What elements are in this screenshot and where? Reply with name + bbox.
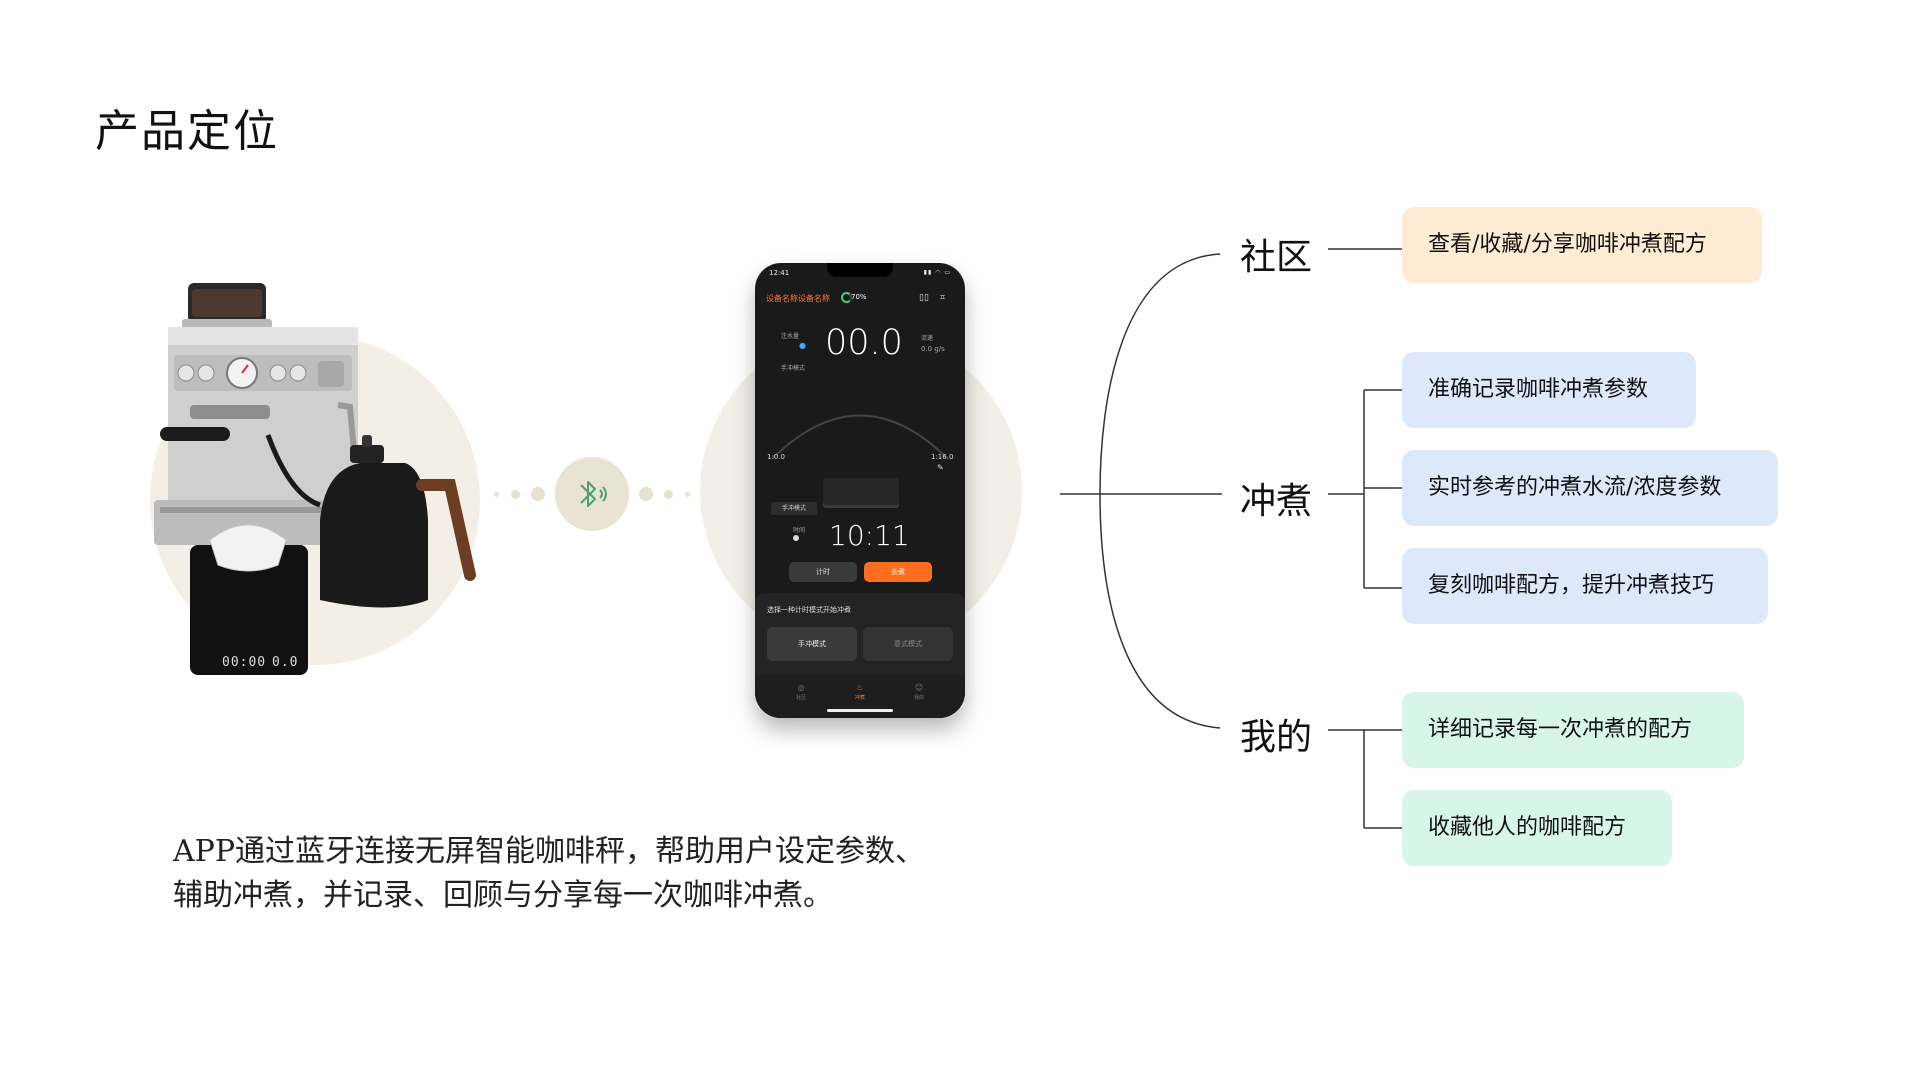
flow-value: 0.0 g/s — [921, 345, 945, 353]
tab-label: 我的 — [913, 695, 924, 701]
tab-community[interactable]: ◎ 社区 — [781, 683, 821, 701]
node-community: 社区 — [1240, 237, 1313, 278]
water-drop-icon: ● — [799, 341, 806, 350]
mine-feature-chip: 收藏他人的咖啡配方 — [1402, 790, 1672, 866]
link-dot — [494, 492, 499, 497]
link-dot — [664, 490, 673, 499]
product-description: APP通过蓝牙连接无屏智能咖啡秤，帮助用户设定参数、 辅助冲煮，并记录、回顾与分… — [173, 830, 1073, 918]
time-label: 时间 — [793, 527, 806, 534]
description-line: APP通过蓝牙连接无屏智能咖啡秤，帮助用户设定参数、 — [173, 834, 926, 869]
bluetooth-icon — [580, 481, 607, 507]
timer-button[interactable]: 计时 — [789, 562, 857, 582]
espresso-mode-option[interactable]: 意式模式 — [863, 627, 953, 661]
timer-readout: 10:11 — [829, 519, 910, 552]
mode-sheet-title: 选择一种计时模式开始冲煮 — [767, 606, 851, 614]
brew-go-button[interactable]: 去煮 — [864, 562, 932, 582]
scale-thumbnail — [823, 478, 899, 508]
community-feature-chip: 查看/收藏/分享咖啡冲煮配方 — [1402, 207, 1762, 283]
scale-readout-grams: 0.0 — [272, 655, 299, 670]
phone-notch — [827, 263, 893, 277]
mine-feature-chip: 详细记录每一次冲煮的配方 — [1402, 692, 1744, 768]
page-title: 产品定位 — [95, 106, 279, 157]
battery-ring-icon — [841, 292, 852, 303]
ratio-gauge-arc — [772, 414, 948, 459]
description-line: 辅助冲煮，并记录、回顾与分享每一次咖啡冲煮。 — [173, 878, 833, 913]
tab-mine[interactable]: ☺ 我的 — [899, 683, 939, 701]
book-icon[interactable]: ▯▯ — [919, 293, 929, 303]
ratio-start: 1:0.0 — [767, 453, 785, 461]
mode-badge: 手冲模式 — [771, 502, 817, 515]
water-label: 注水量 — [781, 333, 800, 340]
phone-mockup: 12:41 ▮▮ ◠ ▭ 设备名称设备名称 70% ▯▯ ⌗ 注水量 ● 手冲模… — [755, 263, 965, 718]
bluetooth-badge — [555, 457, 629, 531]
link-dot — [685, 492, 690, 497]
node-mine: 我的 — [1240, 717, 1313, 758]
profile-icon: ☺ — [914, 683, 924, 692]
pour-over-mode-option[interactable]: 手冲模式 — [767, 627, 857, 661]
node-brew: 冲煮 — [1240, 481, 1313, 522]
ratio-end: 1:16.0 — [931, 453, 954, 461]
coffee-equipment-illustration — [154, 283, 476, 675]
home-indicator — [827, 709, 893, 712]
status-icons: ▮▮ ◠ ▭ — [923, 269, 951, 276]
battery-level: 70% — [851, 293, 867, 301]
scale-readout-weight: 00:00 — [222, 655, 267, 670]
brew-feature-chip: 实时参考的冲煮水流/浓度参数 — [1402, 450, 1778, 526]
clock-icon — [793, 535, 799, 541]
community-icon: ◎ — [797, 683, 805, 692]
scan-icon[interactable]: ⌗ — [940, 293, 946, 303]
device-name[interactable]: 设备名称设备名称 — [766, 294, 830, 303]
brew-feature-chip: 复刻咖啡配方，提升冲煮技巧 — [1402, 548, 1768, 624]
tab-brew[interactable]: ♨ 冲煮 — [840, 683, 880, 701]
brew-icon: ♨ — [856, 683, 864, 692]
link-dot — [639, 487, 653, 501]
weight-readout: 00.0 — [825, 323, 903, 363]
link-dot — [531, 487, 545, 501]
tab-label: 社区 — [795, 695, 806, 701]
mode-label-small: 手冲模式 — [781, 365, 806, 372]
brew-feature-chip: 准确记录咖啡冲煮参数 — [1402, 352, 1696, 428]
tab-label: 冲煮 — [854, 695, 865, 701]
status-time: 12:41 — [769, 269, 790, 277]
link-dot — [511, 490, 520, 499]
flow-label: 流速 — [921, 335, 934, 342]
edit-icon[interactable]: ✎ — [937, 463, 944, 472]
